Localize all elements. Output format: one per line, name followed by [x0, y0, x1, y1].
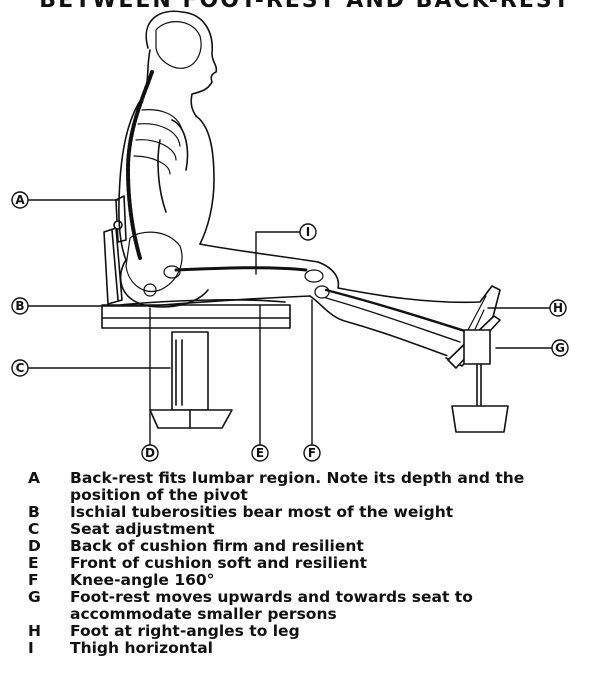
legend-text: Back of cushion firm and resilient	[70, 538, 600, 555]
legend-text: Foot-rest moves upwards and towards seat…	[70, 589, 600, 623]
legend-item-i: I Thigh horizontal	[28, 640, 600, 657]
callout-e: E	[252, 445, 268, 461]
svg-text:D: D	[145, 446, 155, 460]
svg-text:G: G	[555, 341, 565, 355]
callout-b: B	[12, 298, 28, 314]
legend-letter: F	[28, 572, 70, 589]
callout-a: A	[12, 192, 28, 208]
callout-f: F	[304, 445, 320, 461]
legend-item-g: G Foot-rest moves upwards and towards se…	[28, 589, 600, 623]
svg-text:I: I	[306, 225, 310, 239]
legend-text: Front of cushion soft and resilient	[70, 555, 600, 572]
callout-c: C	[12, 360, 28, 376]
legend-text: Back-rest fits lumbar region. Note its d…	[70, 470, 600, 504]
callout-i: I	[300, 224, 316, 240]
legend-letter: C	[28, 521, 70, 538]
legend: A Back-rest fits lumbar region. Note its…	[28, 470, 600, 657]
svg-text:E: E	[256, 446, 264, 460]
legend-text: Knee-angle 160°	[70, 572, 600, 589]
legend-item-d: D Back of cushion firm and resilient	[28, 538, 600, 555]
legend-text: Foot at right-angles to leg	[70, 623, 600, 640]
svg-text:C: C	[16, 361, 25, 375]
svg-text:A: A	[15, 193, 25, 207]
foot-rest	[448, 316, 508, 432]
chair-pedestal	[150, 332, 232, 428]
chair-seat	[102, 300, 290, 328]
legend-letter: I	[28, 640, 70, 657]
callout-h: H	[550, 300, 566, 316]
legend-letter: H	[28, 623, 70, 640]
legend-item-h: H Foot at right-angles to leg	[28, 623, 600, 640]
legend-letter: A	[28, 470, 70, 504]
svg-text:B: B	[15, 299, 24, 313]
legend-letter: B	[28, 504, 70, 521]
legend-text: Ischial tuberosities bear most of the we…	[70, 504, 600, 521]
legend-text: Seat adjustment	[70, 521, 600, 538]
legend-letter: D	[28, 538, 70, 555]
legend-text: Thigh horizontal	[70, 640, 600, 657]
legend-item-b: B Ischial tuberosities bear most of the …	[28, 504, 600, 521]
legend-item-c: C Seat adjustment	[28, 521, 600, 538]
svg-text:F: F	[308, 446, 316, 460]
callout-d: D	[142, 445, 158, 461]
seated-posture-diagram: A B C D E F G H	[0, 0, 610, 470]
legend-item-e: E Front of cushion soft and resilient	[28, 555, 600, 572]
svg-text:H: H	[553, 301, 563, 315]
legend-item-a: A Back-rest fits lumbar region. Note its…	[28, 470, 600, 504]
legend-letter: G	[28, 589, 70, 623]
legend-letter: E	[28, 555, 70, 572]
callout-g: G	[552, 340, 568, 356]
legend-item-f: F Knee-angle 160°	[28, 572, 600, 589]
